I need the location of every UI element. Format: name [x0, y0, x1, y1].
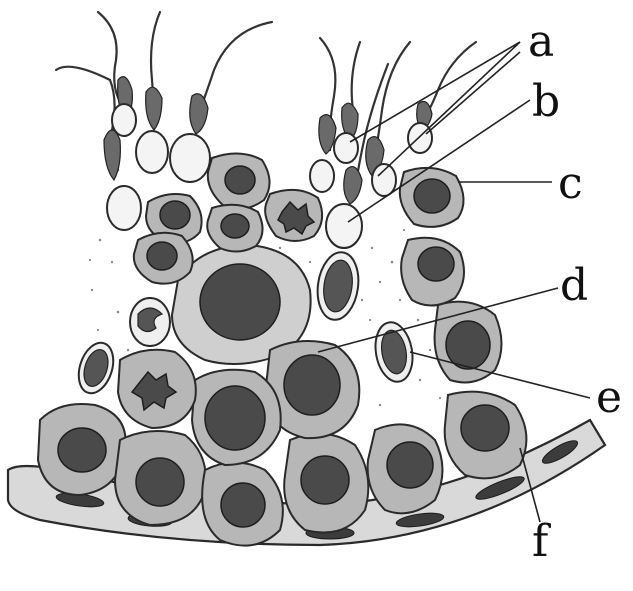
label-b: b [532, 76, 560, 127]
label-d: d [560, 260, 588, 311]
label-c: c [558, 158, 583, 209]
label-f: f [532, 516, 551, 567]
label-a: a [528, 16, 554, 67]
label-e: e [596, 372, 622, 423]
